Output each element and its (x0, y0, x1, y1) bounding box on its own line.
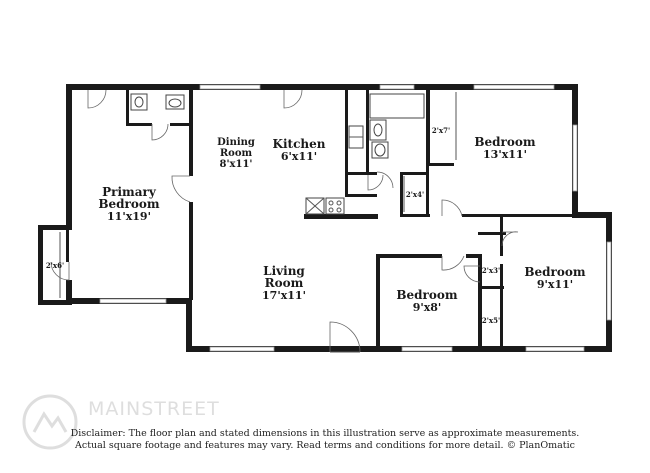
watermark-text: MAINSTREET (88, 398, 220, 420)
kitchen-label: Kitchen (273, 137, 326, 151)
dining-room-label-2: Room (220, 148, 253, 159)
dining-room-dims: 8'x11' (220, 159, 253, 170)
fixtures (59, 92, 457, 298)
door-icon (463, 265, 481, 283)
doors (50, 89, 519, 353)
windows (99, 84, 612, 352)
interior-walls (66, 90, 574, 350)
door-icon (367, 174, 384, 191)
living-room-dims: 17'x11' (262, 289, 306, 302)
closet-ne-label: 2'x7' (432, 126, 450, 135)
bedroom-center-dims: 9'x8' (413, 301, 442, 314)
living-room-label-2: Room (265, 276, 304, 290)
closet-se-lower-label: 2'x5' (482, 316, 500, 325)
bedroom-ne-label: Bedroom (474, 135, 535, 149)
door-icon (441, 199, 463, 217)
door-icon (283, 89, 303, 109)
door-icon (501, 231, 519, 247)
door-icon (441, 255, 465, 271)
primary-bedroom-label: Primary (102, 185, 157, 199)
closet-hall-label: 2'x4' (406, 190, 424, 199)
closet-left-label: 2'x6' (46, 261, 64, 270)
door-icon (87, 89, 107, 109)
mainstreet-logo-icon (22, 394, 78, 450)
disclaimer-line-2: Actual square footage and features may v… (75, 440, 575, 451)
dining-room-label: Dining (217, 137, 255, 148)
kitchen-dims: 6'x11' (281, 150, 317, 163)
bedroom-center-label: Bedroom (396, 288, 457, 302)
door-icon (50, 261, 70, 281)
bedroom-se-dims: 9'x11' (537, 278, 573, 291)
stove-icon (325, 197, 345, 215)
door-icon (171, 175, 191, 203)
bathtub-icon (369, 93, 425, 119)
primary-bedroom-dims: 11'x19' (107, 210, 151, 223)
bedroom-ne-dims: 13'x11' (483, 148, 527, 161)
room-labels: Primary Bedroom 11'x19' Dining Room 8'x1… (98, 135, 585, 314)
closet-se-upper-label: 2'x3' (482, 266, 500, 275)
door-icon (151, 123, 169, 141)
disclaimer-line-1: Disclaimer: The floor plan and stated di… (70, 428, 580, 439)
bedroom-se-label: Bedroom (524, 265, 585, 279)
entry-door-icon (329, 321, 361, 353)
living-room-label: Living (263, 264, 305, 278)
closet-labels: 2'x6' 2'x7' 2'x4' 2'x3' 2'x5' (46, 126, 500, 325)
watermark-logo: MAINSTREET (20, 392, 280, 462)
primary-bedroom-label-2: Bedroom (98, 197, 159, 211)
door-icon (376, 171, 394, 189)
